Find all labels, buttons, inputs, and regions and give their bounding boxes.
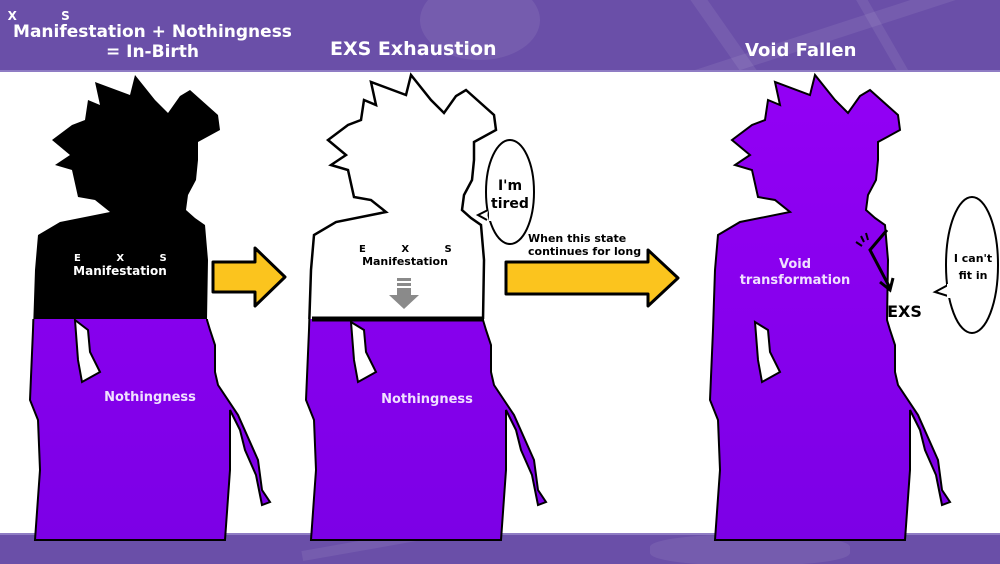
figure2-superscript: E X S [359,244,468,255]
figure3-void-line1: Void [778,257,812,272]
speech-tired-line1: I'm [497,178,523,194]
figure1-nothingness-label: Nothingness [104,390,196,405]
stage2-title: EXS Exhaustion [330,38,497,60]
speech-bubble-cant-fit [932,196,999,334]
figure2-manifestation-text: Manifestation [362,255,448,268]
stage1-title: E X S Manifestation + Nothingness = In-B… [0,10,305,62]
figure1-superscript: E X S [74,253,183,264]
stage1-title-superscript: E X S [0,9,90,23]
figure1-manifestation-label: E X S Manifestation [60,253,183,279]
figure3-arm-gap [753,320,782,384]
transition-arrow-2 [504,248,680,308]
figure1-arm-gap [73,317,102,384]
speech-text-cant-fit: I can't fit in [948,250,998,284]
figure3-void-line2: transformation [739,273,851,288]
figure-exhaustion [304,73,548,541]
figure2-arm-gap [349,320,378,384]
speech-cant-fit-line1: I can't [953,252,993,265]
ejection-arrow-icon [868,229,895,293]
header-band [0,0,1000,72]
down-arrow-icon [389,278,419,309]
arrow2-caption-line2: continues for long [528,245,642,258]
stage1-title-line2: = In-Birth [105,42,200,62]
speech-cant-fit-line2: fit in [958,269,988,282]
impact-marks-icon [855,232,869,247]
speech-text-tired: I'm tired [487,177,533,213]
figure2-nothingness-label: Nothingness [381,392,473,407]
arrow2-caption: When this state continues for long [528,232,658,258]
ejected-exs-label: EXS [887,302,922,321]
figure-in-birth [29,75,271,541]
figure1-manifestation-text: Manifestation [73,264,167,278]
speech-bubble-tired [475,139,535,245]
speech-tired-line2: tired [491,196,529,212]
figure2-manifestation-label: E X S Manifestation [345,244,468,269]
figure3-void-label: Void transformation [720,257,870,289]
figure-void-fallen [709,74,951,541]
transition-arrow-1 [211,246,287,308]
stage1-title-line1: Manifestation + Nothingness [13,22,292,42]
stage3-title: Void Fallen [745,40,857,61]
arrow2-caption-line1: When this state [528,232,627,245]
